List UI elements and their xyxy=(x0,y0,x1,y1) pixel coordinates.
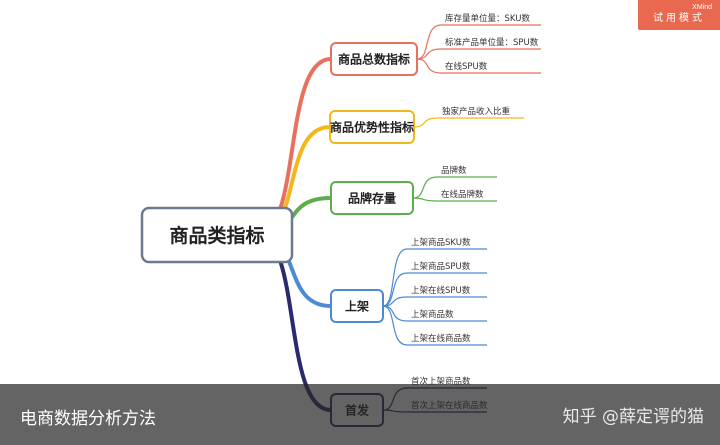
leaf-connector xyxy=(382,305,408,322)
leaf-label[interactable]: 首次上架商品数 xyxy=(411,376,471,387)
leaf-connector xyxy=(412,197,438,202)
caption-bar: 电商数据分析方法 知乎 @薛定谔的猫 xyxy=(0,384,720,445)
source-watermark: 知乎 @薛定谔的猫 xyxy=(562,407,704,427)
leaf-connector xyxy=(413,117,439,128)
xmind-brand-label: XMind xyxy=(692,4,712,11)
leaf-connector xyxy=(382,305,408,346)
leaf-label[interactable]: 独家产品收入比重 xyxy=(442,106,511,117)
trial-mode-label: 试用模式 xyxy=(653,13,705,24)
leaf-label[interactable]: 标准产品单位量：SPU数 xyxy=(445,37,539,48)
branch-node-label: 上架 xyxy=(345,299,369,314)
trial-mode-badge[interactable]: XMind 试用模式 xyxy=(638,0,720,30)
leaf-label[interactable]: 上架在线SPU数 xyxy=(411,285,471,296)
branch-node-label: 商品总数指标 xyxy=(338,52,410,67)
branch-node-label: 商品优势性指标 xyxy=(330,120,414,135)
leaf-label[interactable]: 上架商品数 xyxy=(411,309,454,320)
caption-title: 电商数据分析方法 xyxy=(20,409,156,429)
leaf-label[interactable]: 库存量单位量：SKU数 xyxy=(445,13,530,24)
leaf-label[interactable]: 上架在线商品数 xyxy=(411,333,471,344)
root-node-label: 商品类指标 xyxy=(169,224,264,247)
leaf-label[interactable]: 在线SPU数 xyxy=(445,61,488,72)
leaf-connector xyxy=(412,176,438,199)
leaf-label[interactable]: 品牌数 xyxy=(441,165,467,176)
leaf-connector xyxy=(416,24,442,60)
leaf-label[interactable]: 在线品牌数 xyxy=(441,189,484,200)
leaf-connector xyxy=(382,272,408,307)
branch-node-label: 品牌存量 xyxy=(348,191,396,206)
root-node-box[interactable] xyxy=(140,206,294,264)
leaf-label[interactable]: 上架商品SKU数 xyxy=(411,237,471,248)
leaf-connector xyxy=(416,58,442,74)
leaf-label[interactable]: 上架商品SPU数 xyxy=(411,261,471,272)
